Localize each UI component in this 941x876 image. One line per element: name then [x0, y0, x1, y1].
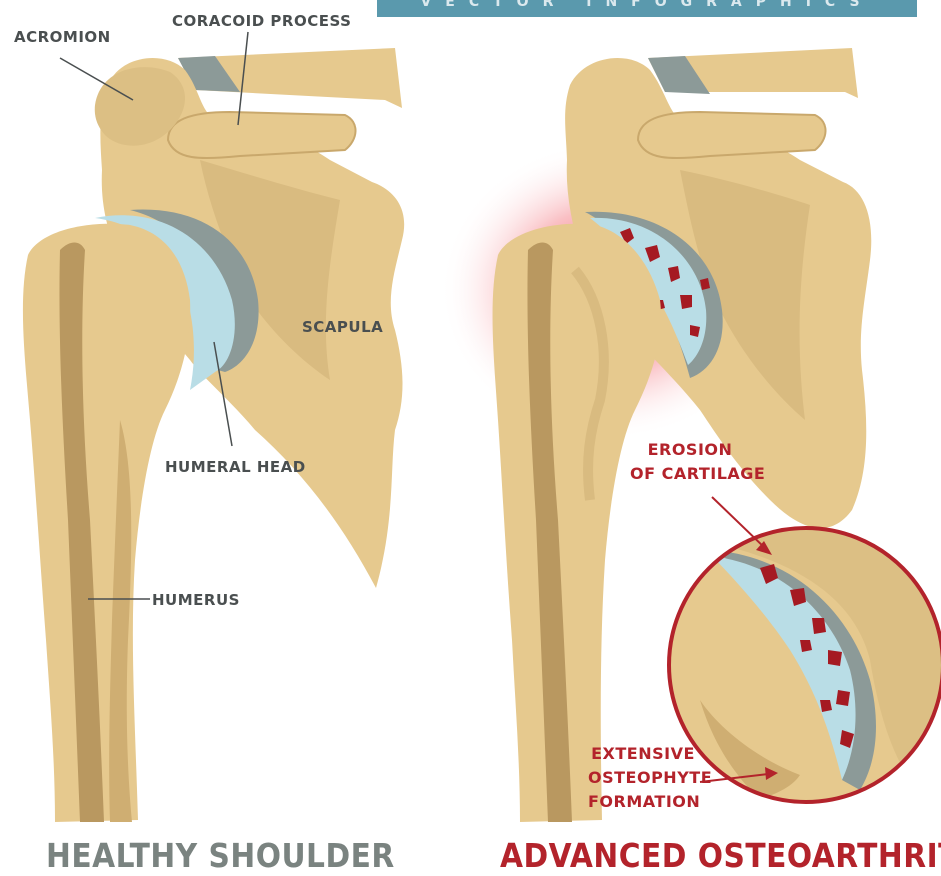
label-coracoid-process: CORACOID PROCESS [172, 12, 351, 30]
label-humerus: HUMERUS [152, 591, 240, 609]
coracoid-r [638, 112, 826, 158]
humerus-r [493, 224, 661, 822]
label-humeral-head: HUMERAL HEAD [165, 458, 306, 476]
erosion-arrow [712, 497, 765, 548]
osteophyte-line-2: OSTEOPHYTE [588, 766, 698, 790]
osteophyte-line-1: EXTENSIVE [588, 742, 698, 766]
label-acromion: ACROMION [14, 28, 111, 46]
healthy-shoulder [23, 48, 404, 822]
title-advanced-osteoarthritis: ADVANCED OSTEOARTHRITIS [500, 836, 941, 875]
erosion-line-2: OF CARTILAGE [630, 462, 750, 486]
humerus [23, 224, 190, 822]
title-healthy-shoulder: HEALTHY SHOULDER [46, 836, 395, 875]
label-extensive-osteophyte-formation: EXTENSIVE OSTEOPHYTE FORMATION [588, 742, 698, 814]
label-scapula: SCAPULA [302, 318, 383, 336]
osteophyte-line-3: FORMATION [588, 790, 698, 814]
label-erosion-of-cartilage: EROSION OF CARTILAGE [630, 438, 750, 486]
coracoid [168, 112, 356, 158]
erosion-line-1: EROSION [630, 438, 750, 462]
